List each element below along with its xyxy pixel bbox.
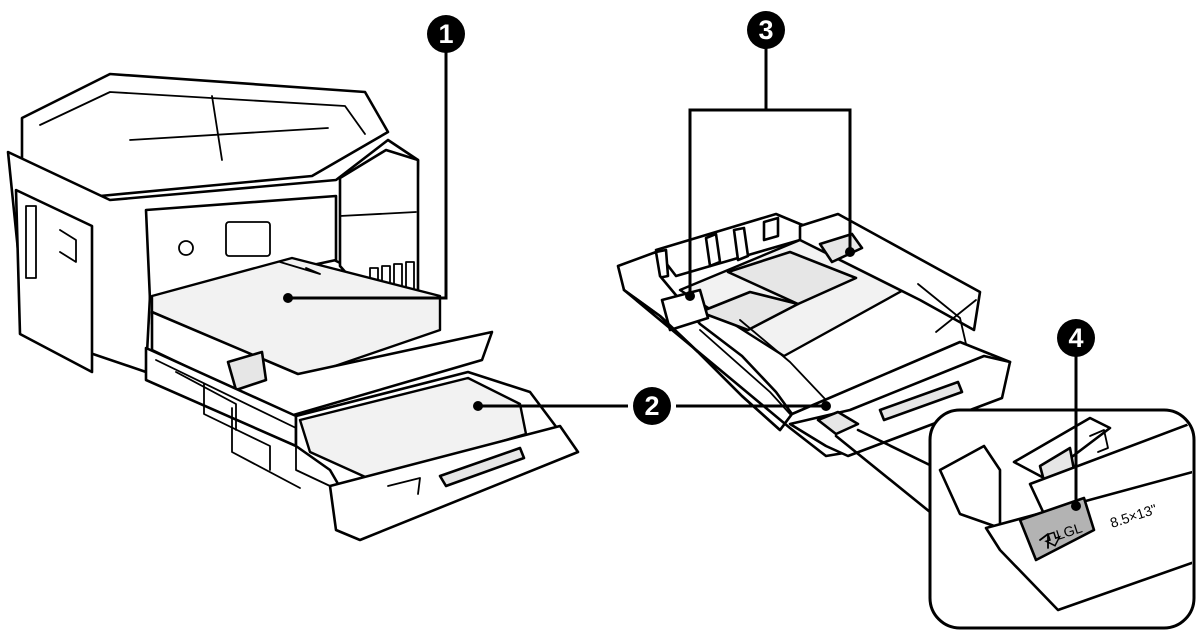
svg-text:3: 3	[758, 15, 773, 45]
paper-cassette-illustration	[616, 212, 1012, 514]
printer-illustration	[6, 72, 580, 542]
callout-badge-2: 2	[633, 387, 671, 425]
callout-badge-4: 4	[1057, 319, 1095, 357]
callout-badge-3: 3	[747, 11, 785, 49]
svg-text:1: 1	[438, 19, 453, 49]
callout-lines	[283, 48, 1081, 511]
svg-text:4: 4	[1068, 323, 1083, 353]
callout-badge-1: 1	[427, 15, 465, 53]
detail-inset	[928, 408, 1196, 630]
svg-text:2: 2	[644, 391, 659, 421]
lock-label: LGL	[1054, 519, 1084, 542]
arrow-down-icon	[1044, 531, 1062, 547]
